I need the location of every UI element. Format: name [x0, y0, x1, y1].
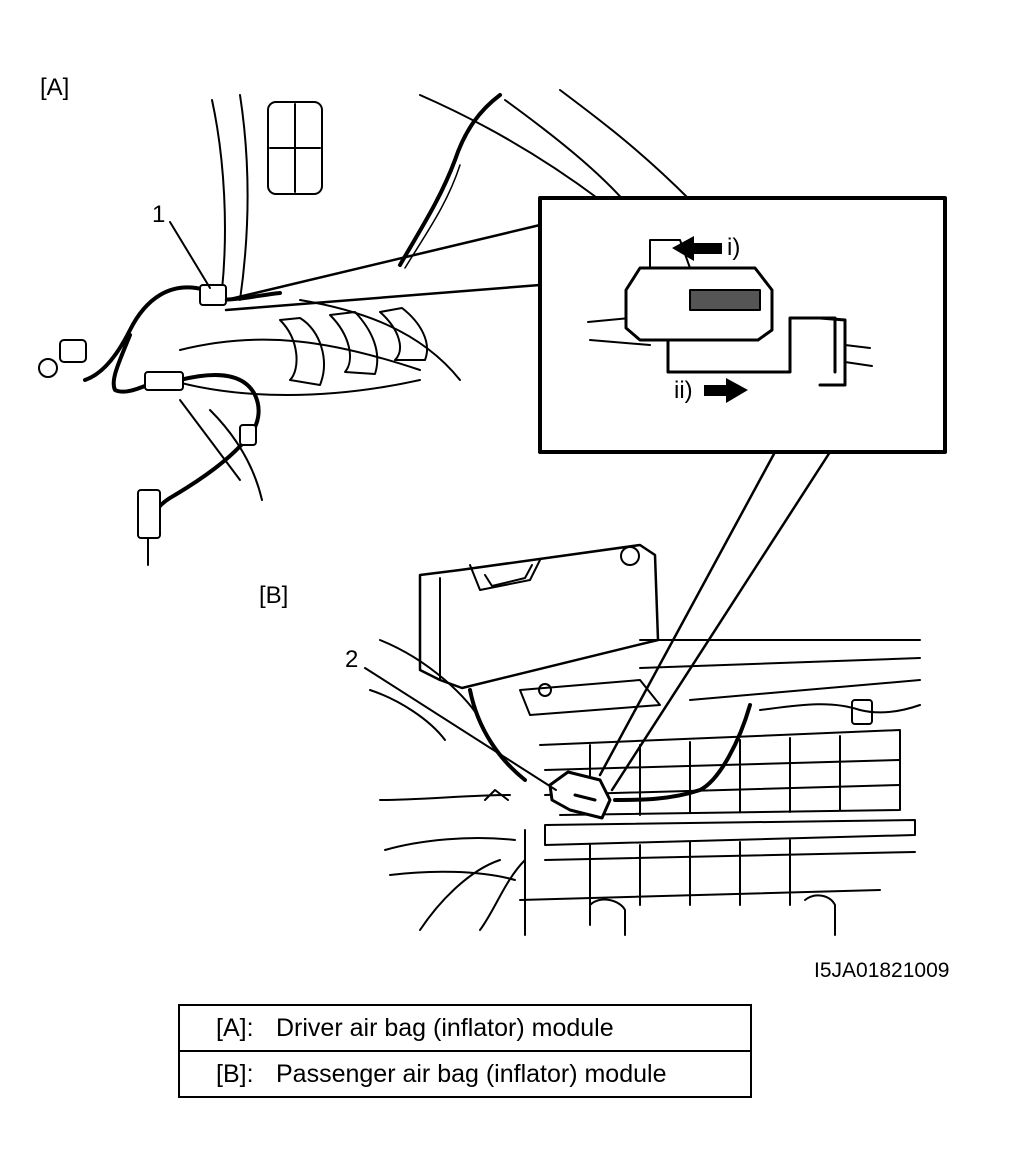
arrow-ii-icon: [704, 378, 748, 403]
legend-text: Passenger air bag (inflator) module: [276, 1059, 667, 1088]
passenger-module: [418, 543, 660, 690]
zoom-lines-b: [598, 450, 832, 792]
connector-detail: [587, 239, 873, 387]
legend-row: [B]: Passenger air bag (inflator) module: [178, 1050, 752, 1098]
legend-key: [B]:: [216, 1059, 254, 1088]
legend-cell: [B]: Passenger air bag (inflator) module: [178, 1050, 752, 1098]
section-a-label: [A]: [40, 74, 70, 101]
legend-row: [A]: Driver air bag (inflator) module: [178, 1004, 752, 1052]
arrow-i-icon: [672, 236, 722, 261]
harness-connectors: [38, 284, 257, 566]
legend-table: [A]: Driver air bag (inflator) module [B…: [178, 1004, 752, 1098]
connector-2: [548, 770, 612, 820]
callout-1: 1: [152, 201, 166, 228]
figure-code: I5JA01821009: [814, 959, 950, 982]
zoom-lines-a: [224, 223, 542, 312]
legend-text: Driver air bag (inflator) module: [276, 1013, 614, 1042]
legend-key: [A]:: [216, 1013, 254, 1042]
passenger-grid: [379, 729, 916, 936]
legend-cell: [A]: Driver air bag (inflator) module: [178, 1004, 752, 1052]
callout-2-leader: [364, 667, 557, 791]
step-i-label: i): [727, 234, 741, 261]
callout-2: 2: [345, 646, 359, 673]
step-ii-label: ii): [674, 377, 693, 404]
section-b-label: [B]: [259, 582, 289, 609]
steering-column-area: [169, 89, 691, 501]
callout-1-leader: [169, 221, 211, 289]
dash-frame-b: [369, 639, 921, 802]
pedal-shapes: [279, 307, 428, 386]
dash-wire: [398, 93, 502, 267]
dash-vent: [267, 101, 323, 195]
